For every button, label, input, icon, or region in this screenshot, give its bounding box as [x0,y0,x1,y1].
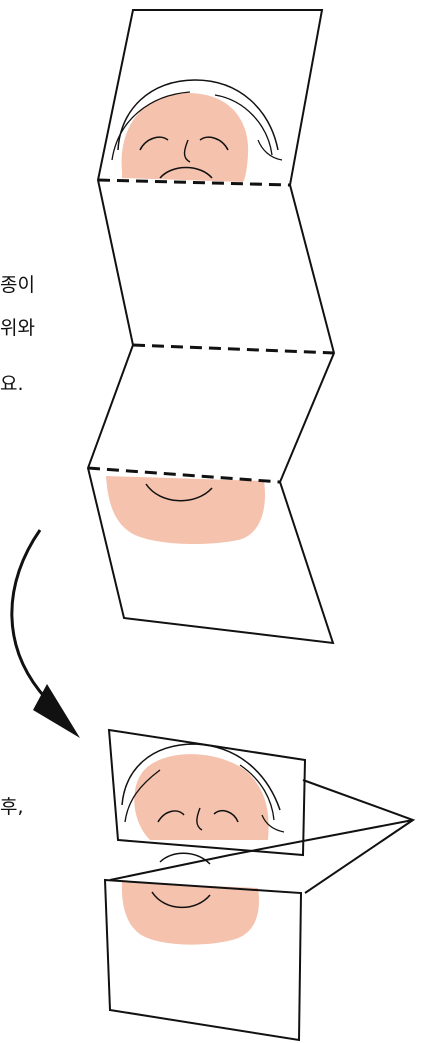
face-top [111,79,283,182]
fold-line-1 [97,178,291,187]
step1-text-line1: 종이 [0,274,35,296]
folded-paper [103,728,416,1042]
unfolded-paper-strip [86,9,336,645]
fold-line-3 [87,466,281,484]
step2-text-line1: 후, [0,796,24,818]
curved-arrow-icon [10,529,80,738]
step1-text-line3: 요. [0,373,24,395]
face-bottom [106,476,265,545]
step1-text-line2: 위와 [0,317,35,339]
fold-line-2 [132,343,335,355]
